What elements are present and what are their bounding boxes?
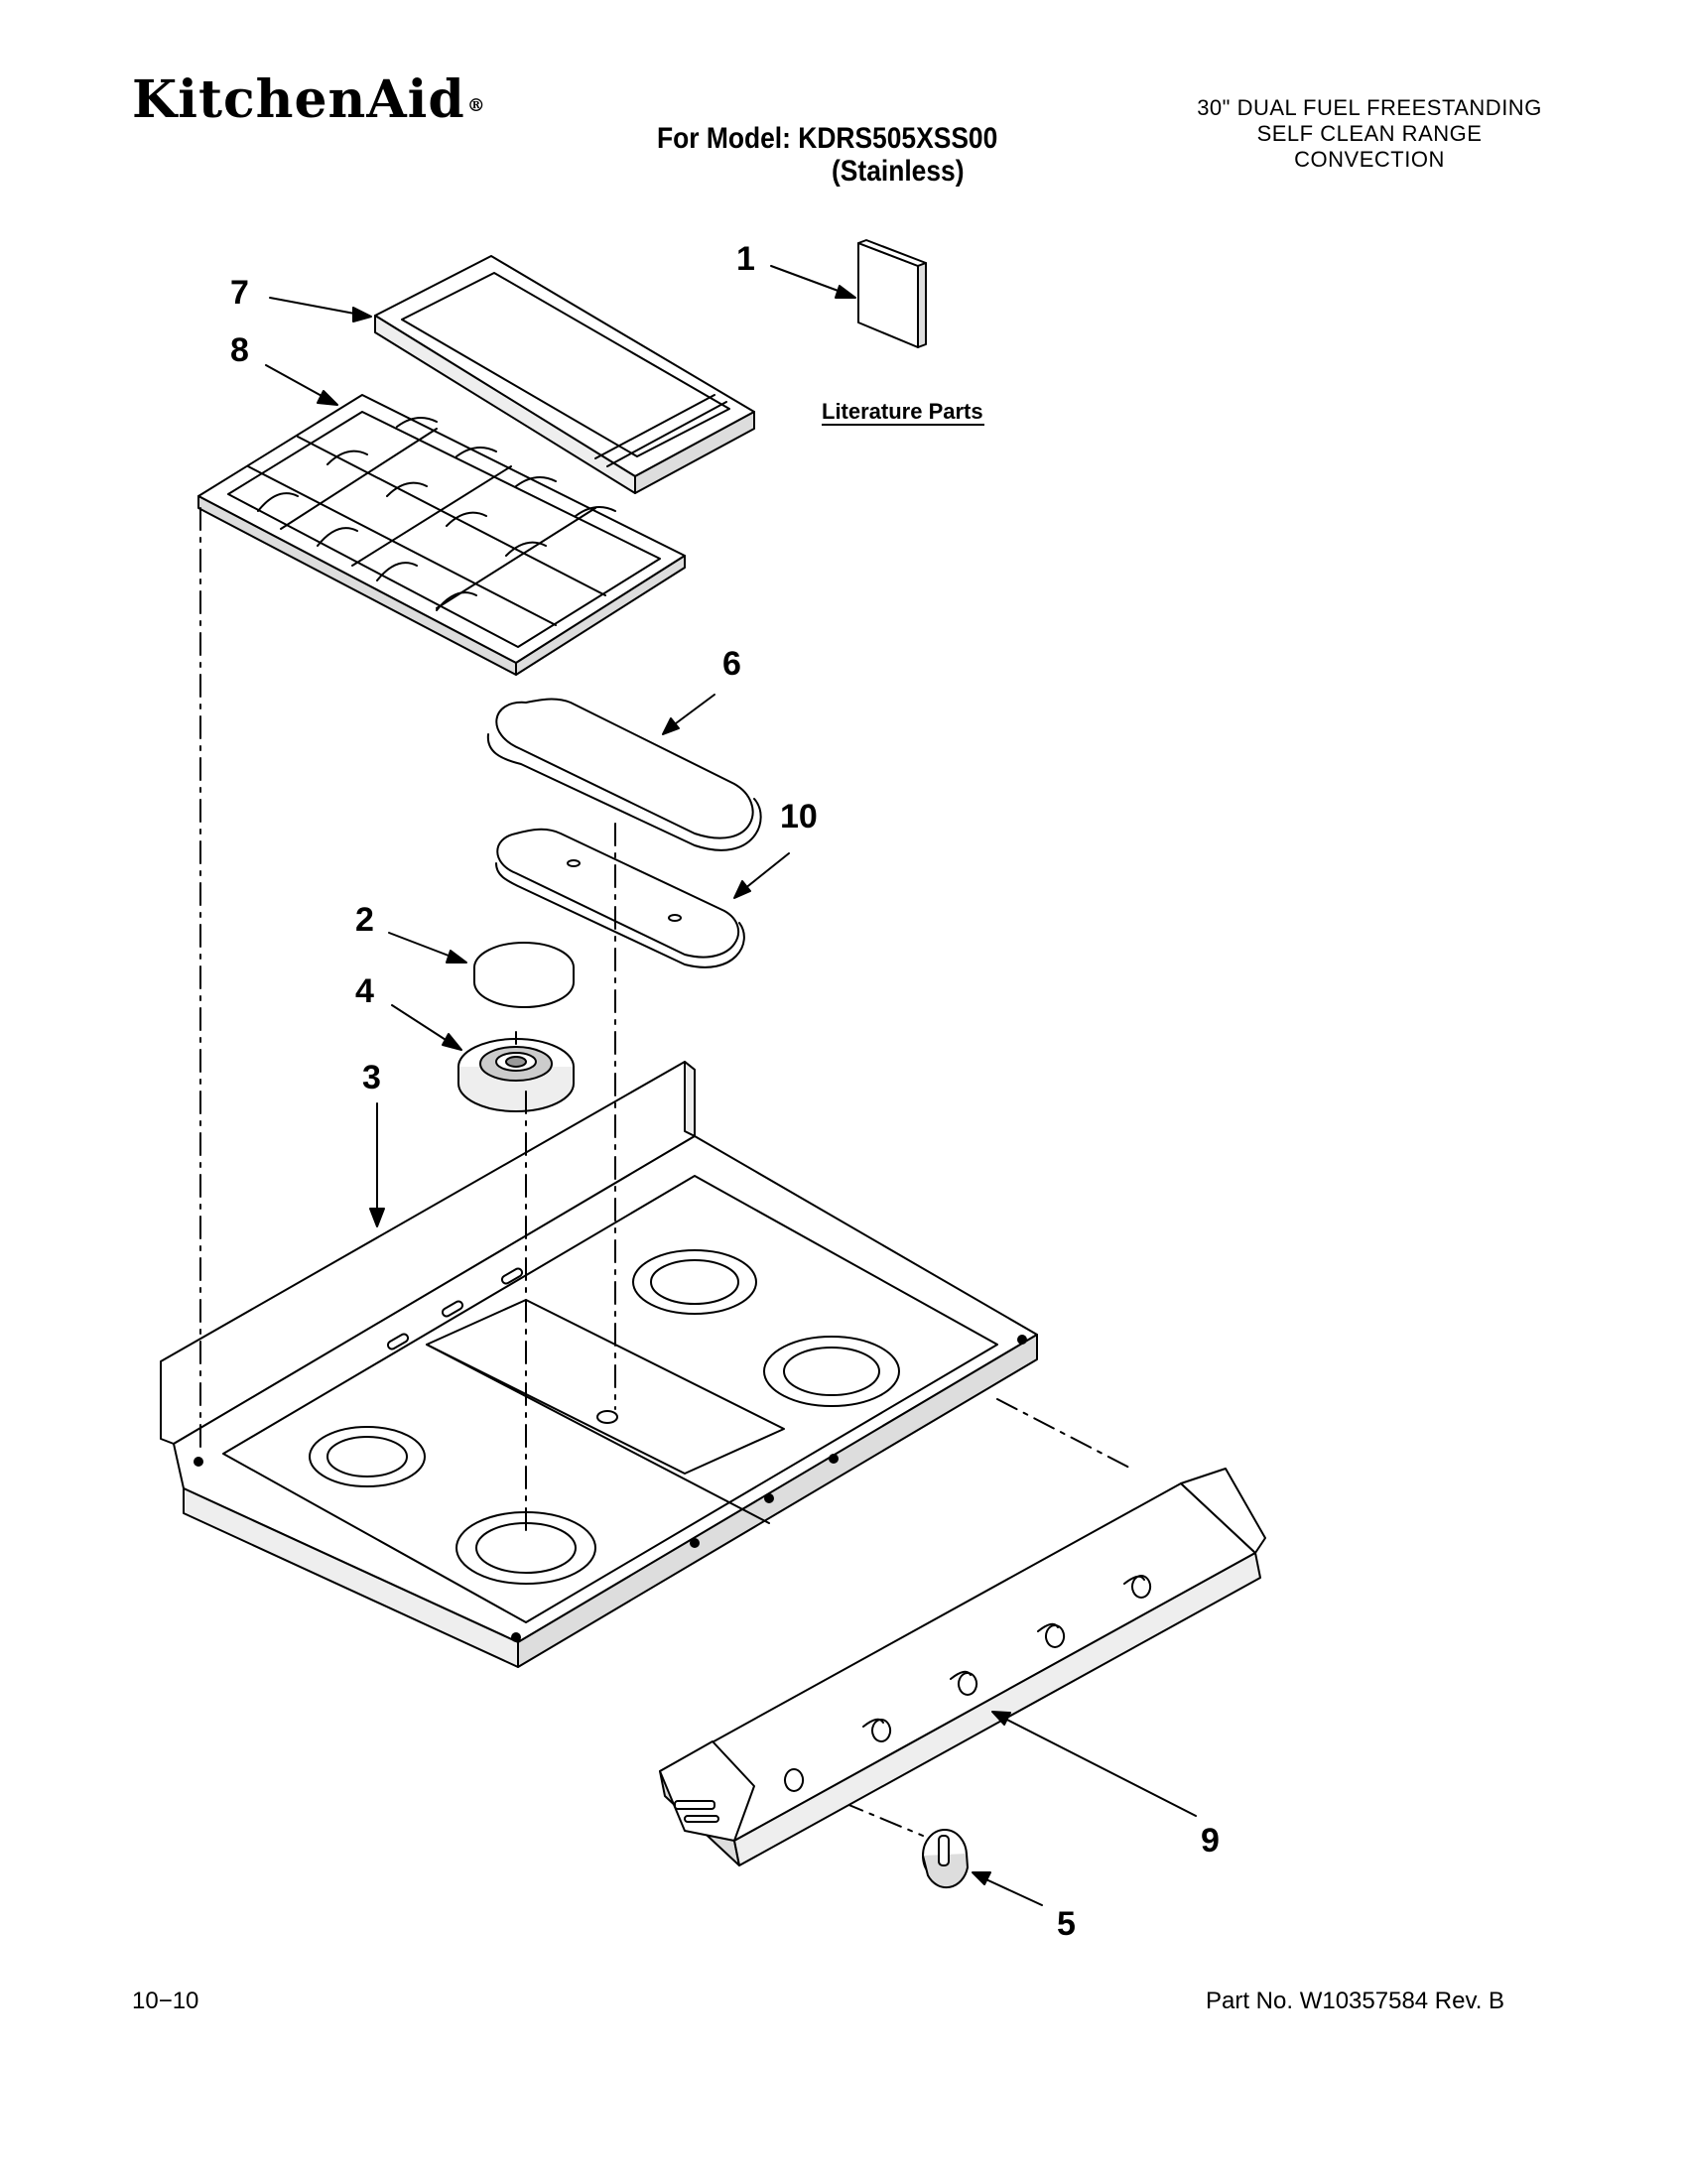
brand-text: KitchenAid <box>132 69 465 130</box>
leader-5 <box>976 1874 1043 1906</box>
arrow-10 <box>733 880 751 899</box>
cooktop <box>160 1061 1038 1668</box>
leader-7 <box>269 297 366 317</box>
burner-cap <box>473 942 575 1008</box>
callout-10: 10 <box>780 798 818 835</box>
callout-5: 5 <box>1057 1905 1076 1943</box>
literature-booklet <box>857 239 927 348</box>
callout-2: 2 <box>355 901 374 939</box>
registered-mark: ® <box>466 95 486 116</box>
control-knob <box>922 1829 969 1889</box>
control-panel <box>659 1468 1266 1866</box>
arrow-1 <box>835 285 856 299</box>
alignment-lines <box>199 507 1132 1837</box>
callout-9: 9 <box>1201 1822 1220 1860</box>
product-line-1: 30" DUAL FUEL FREESTANDING <box>1197 95 1542 120</box>
arrow-4 <box>442 1033 462 1051</box>
callout-7: 7 <box>230 274 249 312</box>
product-line-2: SELF CLEAN RANGE <box>1256 121 1483 146</box>
callout-8: 8 <box>230 331 249 369</box>
product-description: 30" DUAL FUEL FREESTANDING SELF CLEAN RA… <box>1131 95 1608 173</box>
arrow-5 <box>972 1871 991 1885</box>
burner-base <box>457 1031 575 1112</box>
arrow-3 <box>369 1208 385 1227</box>
arrow-2 <box>446 950 467 964</box>
arrow-7 <box>352 307 372 322</box>
callout-1: 1 <box>736 240 755 278</box>
arrow-6 <box>662 717 680 735</box>
literature-parts-label: Literature Parts <box>822 399 983 424</box>
arrow-9 <box>991 1711 1011 1726</box>
revision-date: 10−10 <box>132 1988 199 2014</box>
leader-9 <box>996 1714 1197 1817</box>
callout-6: 6 <box>722 645 741 683</box>
product-line-3: CONVECTION <box>1294 147 1445 172</box>
model-finish: (Stainless) <box>832 155 965 188</box>
griddle <box>374 255 755 494</box>
arrow-8 <box>317 390 338 406</box>
kitchenaid-logo: KitchenAid® <box>132 69 486 130</box>
callout-3: 3 <box>362 1059 381 1096</box>
part-number: Part No. W10357584 Rev. B <box>1206 1988 1505 2014</box>
model-number: For Model: KDRS505XSS00 <box>657 122 998 155</box>
burner-grate <box>197 394 686 676</box>
griddle-cover <box>486 698 762 851</box>
callout-4: 4 <box>355 972 374 1010</box>
griddle-insert <box>495 828 745 968</box>
